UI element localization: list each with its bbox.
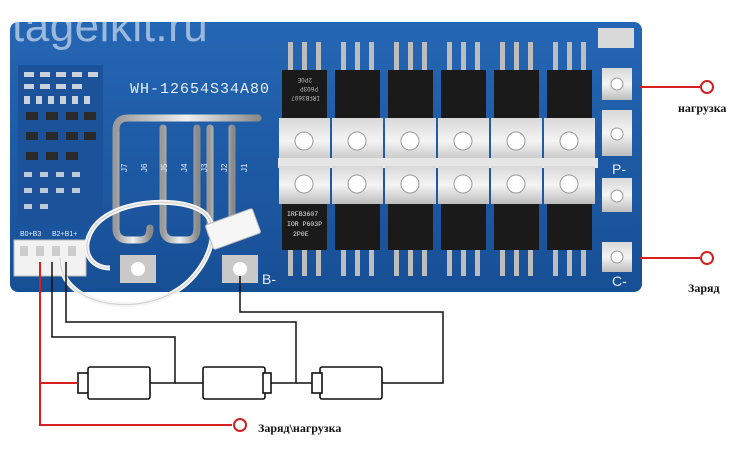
wires-red [39, 86, 700, 426]
wire-endpoints [233, 80, 714, 432]
battery-cells [77, 366, 383, 400]
b-minus-terminal [233, 262, 247, 276]
board-model-label: WH-12654S34A80 [130, 81, 270, 98]
svg-text:J1: J1 [240, 163, 249, 172]
svg-text:J5: J5 [160, 163, 169, 172]
busbar [278, 158, 598, 168]
wires-black [51, 262, 444, 384]
b-minus-label: B- [262, 271, 276, 287]
svg-text:J7: J7 [120, 163, 129, 172]
load-label: нагрузка [678, 101, 727, 115]
svg-text:J3: J3 [200, 163, 209, 172]
balance-connector [13, 239, 87, 277]
svg-text:J6: J6 [140, 163, 149, 172]
svg-text:IRFB3607P603P2P0E: IRFB3607P603P2P0E [291, 76, 320, 101]
svg-text:J2: J2 [220, 163, 229, 172]
watermark: tagelkit.ru [12, 2, 209, 51]
load-terminal-icon [700, 80, 714, 94]
connector-pin-labels-left: B0+B3 [20, 231, 41, 238]
smd-components [18, 65, 103, 225]
svg-text:J4: J4 [180, 163, 189, 172]
connector-pin-labels-right: B2+B1+ [52, 231, 77, 238]
balance-plug [205, 208, 261, 250]
resistor-labels: J7 J6 J5 J4 J3 J2 J1 [120, 163, 249, 172]
c-minus-label: C- [612, 273, 627, 289]
charge-load-label: Заряд\нагрузка [258, 421, 342, 435]
right-pads [598, 28, 634, 272]
mosfet-row-top: IRFB3607P603P2P0E [279, 42, 595, 164]
charge-load-terminal-icon [233, 418, 247, 432]
p-minus-label: P- [612, 161, 626, 177]
charge-terminal-icon [700, 251, 714, 265]
charge-label: Заряд [688, 281, 720, 295]
